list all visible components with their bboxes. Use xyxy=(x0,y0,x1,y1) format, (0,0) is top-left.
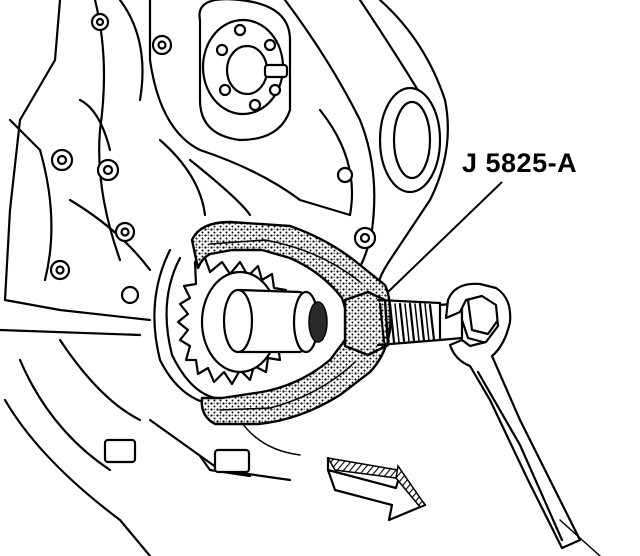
tool-callout-label: J 5825-A xyxy=(462,148,578,178)
bolt-bosses xyxy=(49,12,377,474)
arrow-icon xyxy=(326,456,427,522)
callout-leader-line xyxy=(387,181,503,293)
puller-tool xyxy=(190,220,392,426)
wrench xyxy=(444,282,601,556)
crank-housing xyxy=(153,248,217,407)
crankshaft-nose xyxy=(222,288,328,354)
oil-seal xyxy=(378,86,442,194)
upper-hub xyxy=(198,0,292,142)
